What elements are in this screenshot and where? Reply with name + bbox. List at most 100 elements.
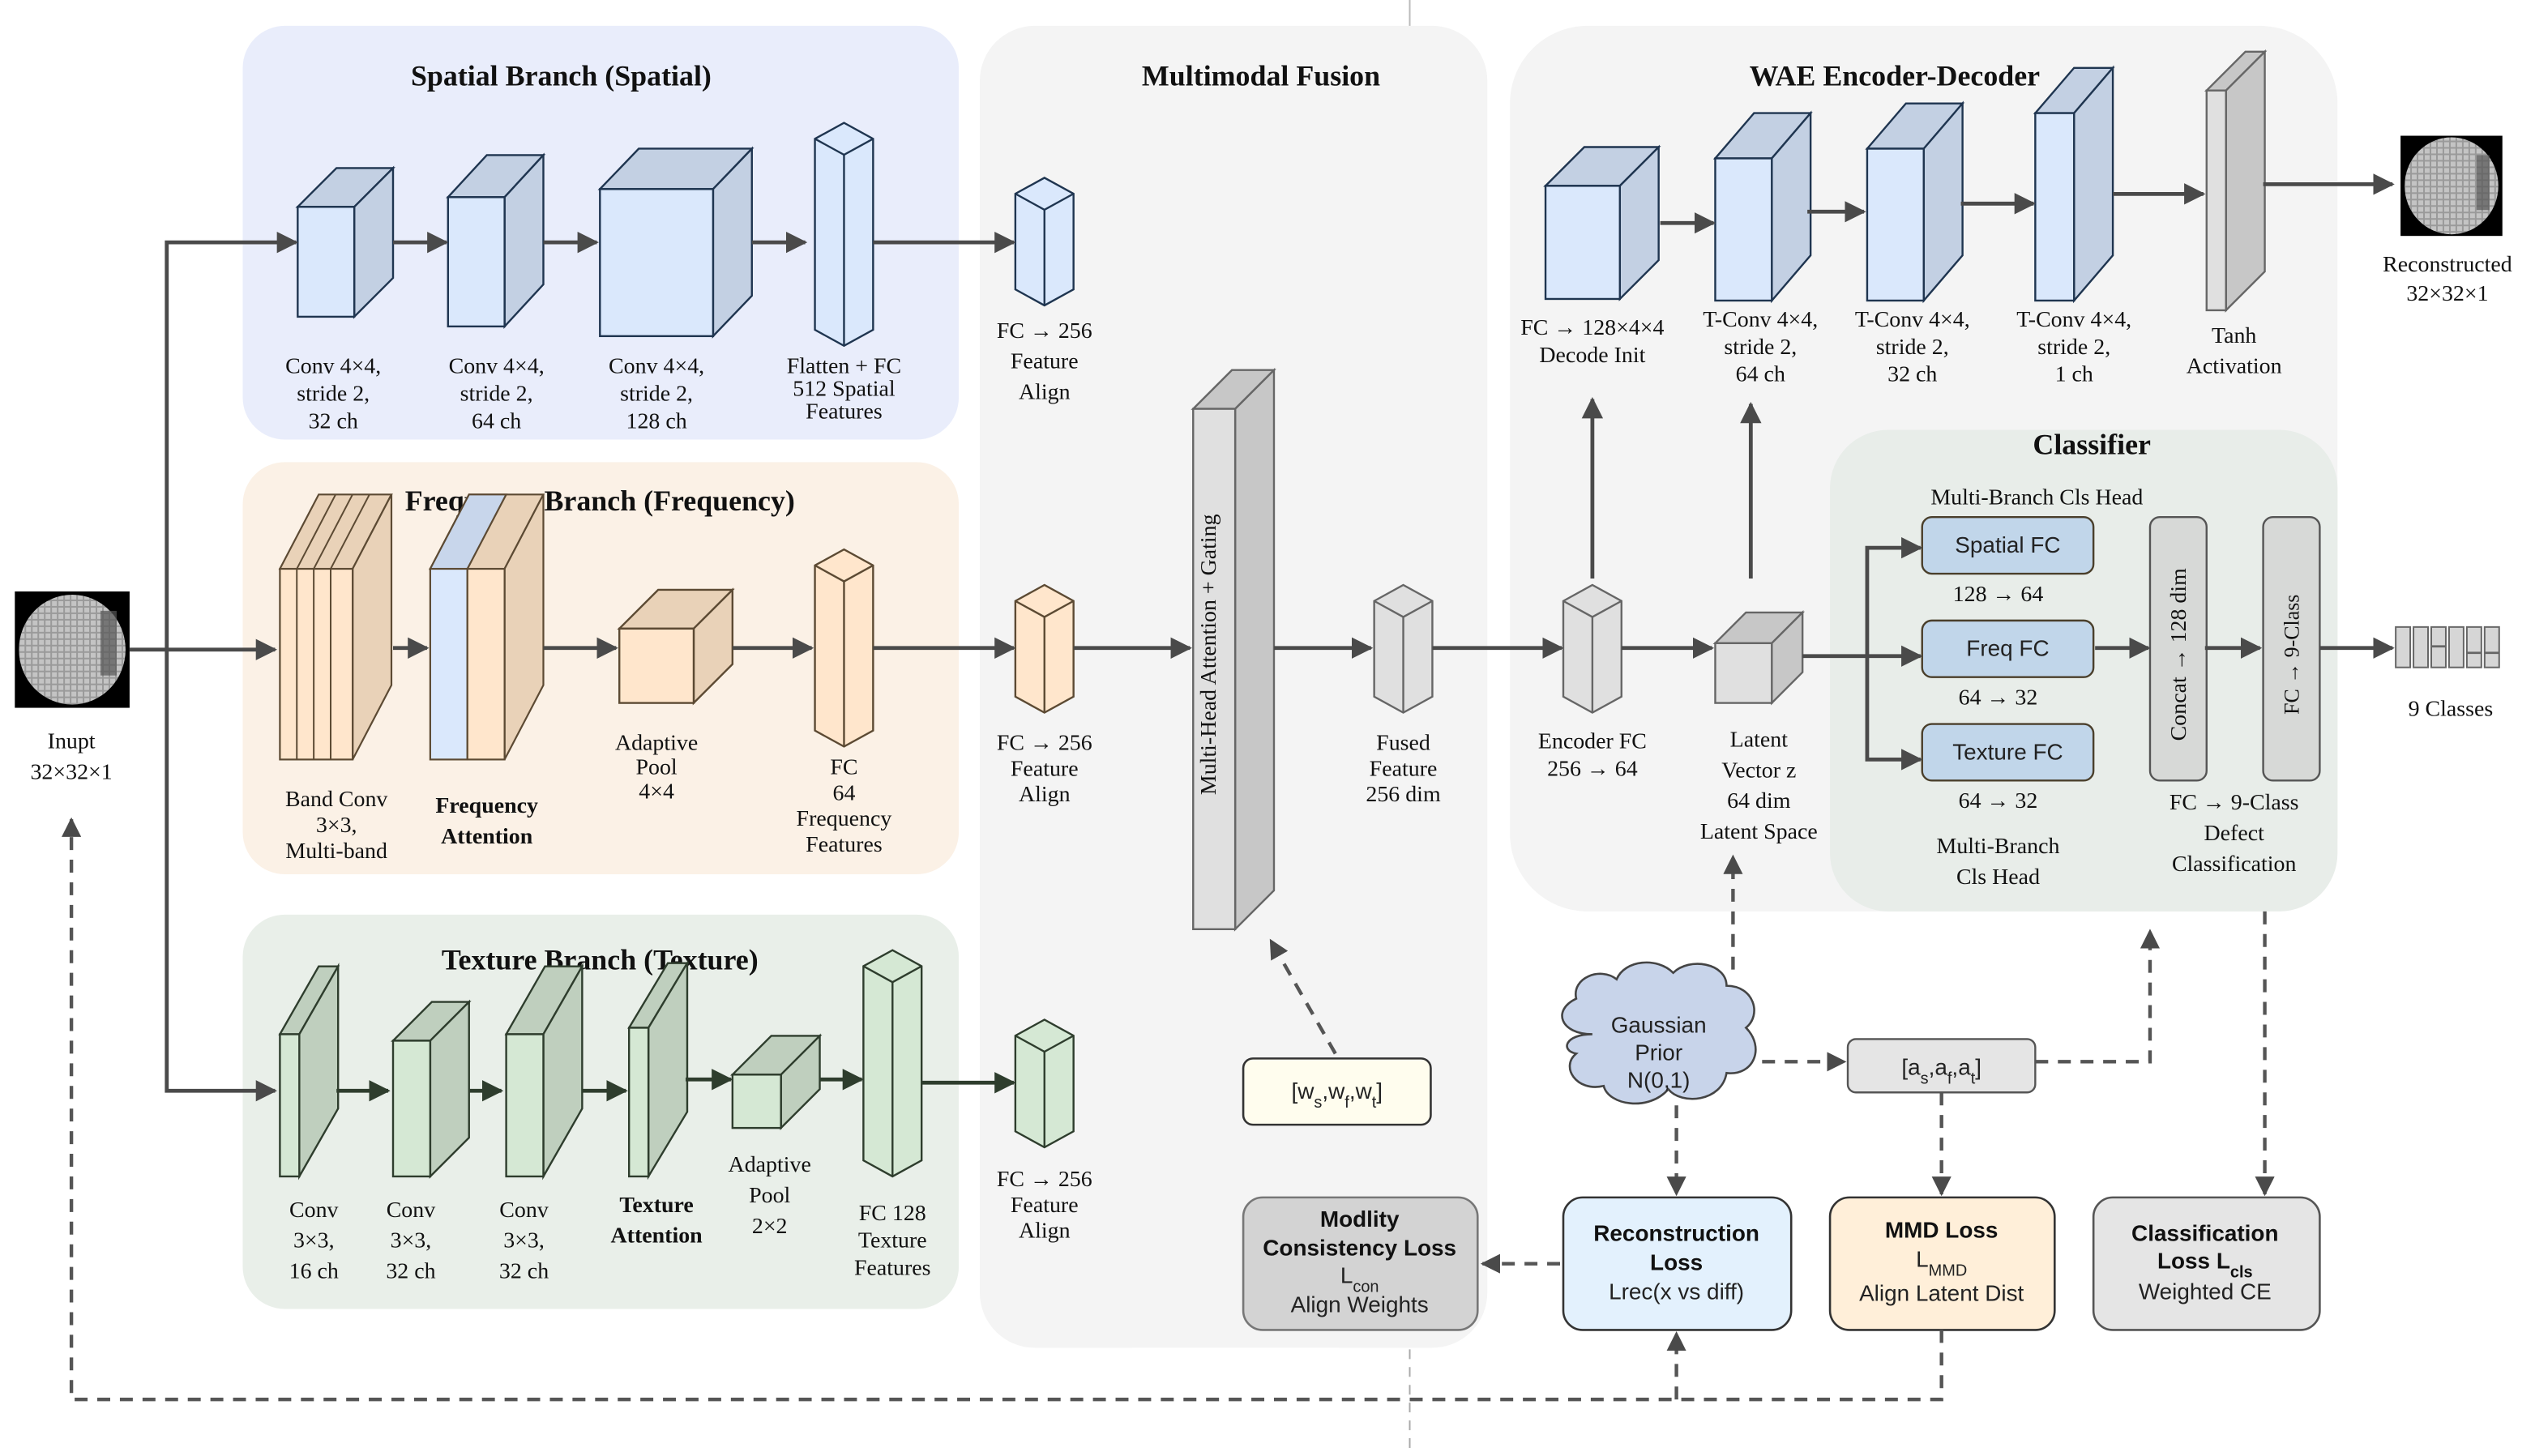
spatial-layer-1-line-0: Conv 4×4, (449, 354, 545, 379)
texture-layer-2-line-2: 32 ch (499, 1259, 549, 1284)
freq-align-fc (1014, 583, 1075, 714)
tconv1-front (1714, 157, 1773, 302)
texture-conv2-front (391, 1040, 432, 1178)
texture-layer-5-line-1: Texture (858, 1228, 927, 1253)
spatial-conv1 (295, 165, 395, 319)
freq-layer-2-line-2: 4×4 (639, 779, 674, 804)
freq-attention (429, 493, 545, 761)
encoder-fc-line-0: Encoder FC (1538, 728, 1647, 754)
fused-feature-line-1: Feature (1370, 756, 1438, 781)
spatial-layer-0-line-2: 32 ch (309, 409, 358, 434)
spatial-flatten-fc (814, 122, 874, 348)
freq-layer-3-line-2: Frequency (797, 806, 892, 831)
cls-branch-2-name: Texture FC (1952, 739, 2063, 764)
fusion-title: Multimodal Fusion (1142, 60, 1380, 92)
reconstructed-wafer-image (2400, 135, 2503, 237)
spatial-conv1-front (297, 206, 356, 318)
input-wafer-image (15, 591, 130, 708)
freq-band-conv (278, 493, 393, 761)
texture-layer-3-line-0: Texture (619, 1193, 693, 1218)
tconv-3-line-0: T-Conv 4×4, (2016, 307, 2131, 332)
arrow-input-spatial (165, 232, 298, 650)
tconv3-front (2034, 112, 2075, 302)
concat-label: Concat → 128 dim (2166, 568, 2191, 741)
freq-layer-3-line-3: Features (806, 832, 883, 857)
cls-caption-line-0: FC → 9-Class (2169, 790, 2299, 815)
texture-layer-1-line-2: 32 ch (386, 1259, 435, 1284)
reconstruction-loss-box (1562, 1196, 1793, 1331)
texture-attention (627, 959, 690, 1181)
freq-layer-2-line-1: Pool (636, 754, 678, 779)
reconstructed-size: 32×32×1 (2406, 281, 2488, 306)
cls-branch-1-dims: 64 → 32 (1959, 685, 2038, 711)
fused-feature-line-0: Fused (1376, 730, 1430, 755)
input-label: Inupt (48, 728, 96, 754)
texture-align-line-2: Align (1019, 1219, 1071, 1244)
class-bar-5 (2483, 626, 2500, 668)
class-bar-0 (2395, 626, 2412, 668)
spatial-layer-0-line-0: Conv 4×4, (285, 354, 381, 379)
texture-align-fc (1014, 1018, 1075, 1149)
mmd-loss-symbol: LMMD (1916, 1247, 1967, 1280)
attention-gating-block-front (1192, 408, 1237, 931)
spatial-align-fc (1014, 177, 1075, 307)
tconv1 (1712, 110, 1813, 304)
arrow-latent-texturefc (1865, 655, 1923, 771)
cls-loss-title1: Classification (2131, 1221, 2278, 1246)
texture-layer-0-line-1: 3×3, (293, 1228, 335, 1253)
cls-caption-line-2: Classification (2172, 852, 2297, 877)
consistency-loss-title1: Modlity (1320, 1206, 1400, 1232)
tanh-activation-side (2225, 49, 2266, 313)
tconv-2-line-2: 32 ch (1887, 362, 1937, 387)
spatial-layer-0-line-1: stride 2, (297, 382, 370, 407)
encoder-fc (1562, 583, 1622, 714)
alpha-weights-label: [as,af,at] (1901, 1054, 1981, 1087)
classifier-title: Classifier (2033, 428, 2151, 460)
spatial-layer-2-line-1: stride 2, (620, 382, 693, 407)
freq-fc (814, 548, 874, 748)
texture-layer-5-line-2: Features (854, 1256, 931, 1281)
mmd-loss-desc: Align Latent Dist (1859, 1281, 2024, 1306)
tconv-3-line-2: 1 ch (2055, 362, 2093, 387)
texture-adaptive-pool (729, 1033, 823, 1131)
loss-arrows (62, 817, 2275, 1402)
latent-vector-line-2: 64 dim (1727, 788, 1791, 813)
texture-layer-1-line-1: 3×3, (391, 1228, 432, 1253)
tconv3 (2033, 65, 2115, 304)
spatial-layer-1-line-1: stride 2, (460, 382, 533, 407)
texture-layer-5-line-0: FC 128 (859, 1201, 926, 1226)
texture-adaptive-pool-front (731, 1074, 782, 1129)
attention-gating-block-side (1233, 367, 1276, 932)
texture-layer-0-line-2: 16 ch (289, 1259, 339, 1284)
cls-loss-title2: Loss Lcls (2157, 1249, 2253, 1282)
fusion-weights-label: [ws,wf,wt] (1291, 1078, 1383, 1112)
gaussian-line3: N(0,1) (1627, 1067, 1691, 1092)
spatial-layer-3-line-2: Features (806, 399, 883, 425)
cls-branch-0-dims: 128 → 64 (1953, 582, 2044, 607)
texture-layer-0-line-0: Conv (289, 1198, 339, 1223)
latent-vector-line-0: Latent (1730, 727, 1789, 752)
tconv2 (1865, 100, 1965, 304)
spatial-conv2-front (447, 196, 506, 328)
cls-branch-2-dims: 64 → 32 (1959, 788, 2038, 813)
gaussian-prior-cloud (1561, 961, 1757, 1105)
fused-feature-line-2: 256 dim (1366, 782, 1441, 807)
freq-layer-0-line-0: Band Conv (285, 787, 387, 812)
decode-init-front (1544, 185, 1621, 301)
texture-layer-4-line-1: Pool (749, 1183, 790, 1208)
freq-adaptive-pool (617, 587, 735, 706)
gaussian-line2: Prior (1635, 1040, 1682, 1065)
cls-head-title: Multi-Branch Cls Head (1930, 485, 2143, 510)
freq-layer-0-line-2: Multi-band (285, 839, 387, 864)
tconv-2-line-0: T-Conv 4×4, (1855, 307, 1970, 332)
latent-vector-line-3: Latent Space (1700, 819, 1818, 844)
spatial-align-line-2: Align (1019, 380, 1071, 405)
tanh-line-0: Tanh (2212, 323, 2256, 348)
texture-conv3-front (505, 1033, 545, 1178)
spatial-align-line-0: FC → 256 (997, 318, 1092, 344)
latent-vector-line-1: Vector z (1721, 758, 1796, 783)
texture-layer-4-line-0: Adaptive (729, 1152, 811, 1177)
texture-layer-1-line-0: Conv (387, 1198, 436, 1223)
texture-fc (862, 949, 923, 1178)
encoder-fc-line-1: 256 → 64 (1547, 756, 1638, 781)
